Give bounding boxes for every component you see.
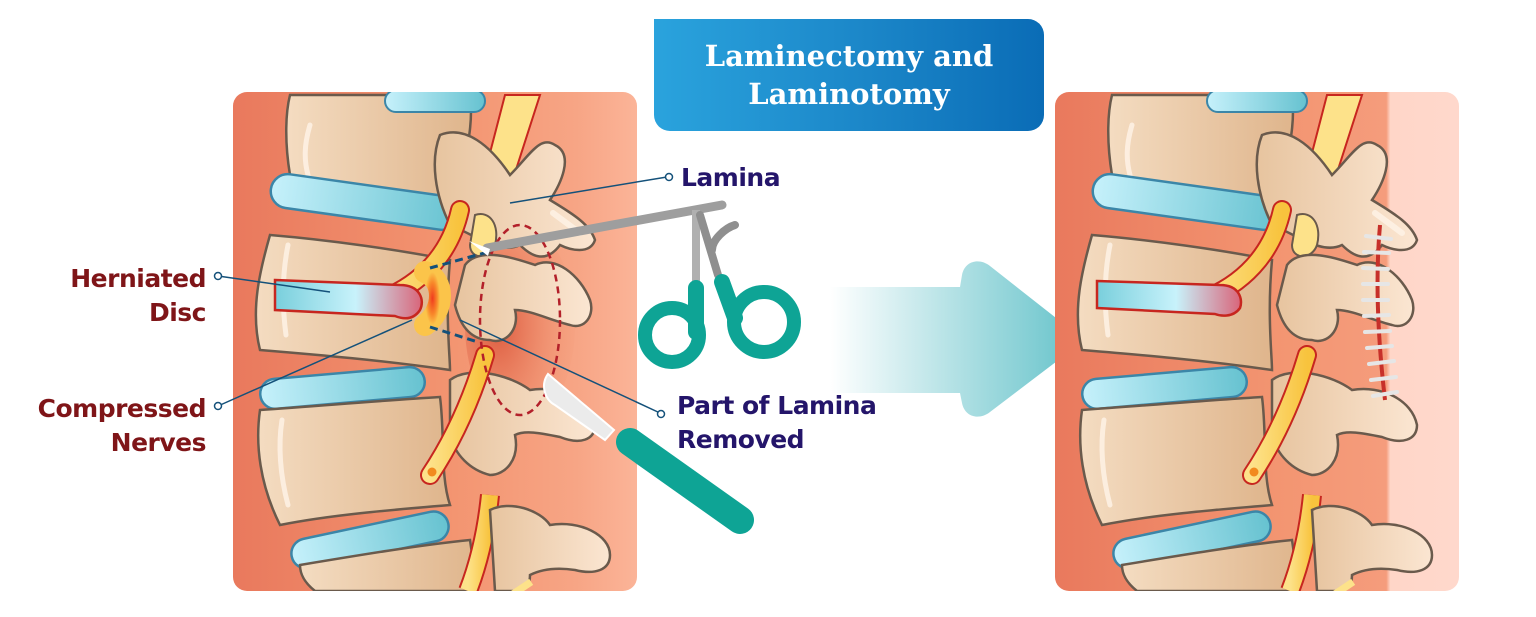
label-herniated-disc: Herniated Disc: [70, 262, 206, 330]
scalpel-icon: [543, 372, 754, 534]
label-compressed-nerves: Compressed Nerves: [37, 392, 207, 460]
before-panel: [233, 92, 637, 591]
leader-lines: [213, 172, 674, 419]
label-text: Nerves: [110, 428, 207, 457]
label-text: Lamina: [681, 163, 781, 192]
surgical-rongeur-icon: [469, 200, 801, 369]
title-line-2: Laminotomy: [748, 77, 950, 111]
title-banner: Laminectomy and Laminotomy: [654, 19, 1044, 131]
label-lamina: Lamina: [681, 161, 781, 195]
label-text: Compressed: [37, 394, 207, 423]
label-text: Disc: [148, 298, 207, 327]
title-line-1: Laminectomy and: [704, 39, 994, 73]
after-panel: [1055, 92, 1459, 591]
label-text: Herniated: [70, 264, 206, 293]
label-text: Part of Lamina: [677, 391, 877, 420]
label-text: Removed: [677, 425, 805, 454]
label-part-of-lamina-removed: Part of Lamina Removed: [677, 389, 877, 457]
arrow-right-icon: [830, 261, 1075, 417]
